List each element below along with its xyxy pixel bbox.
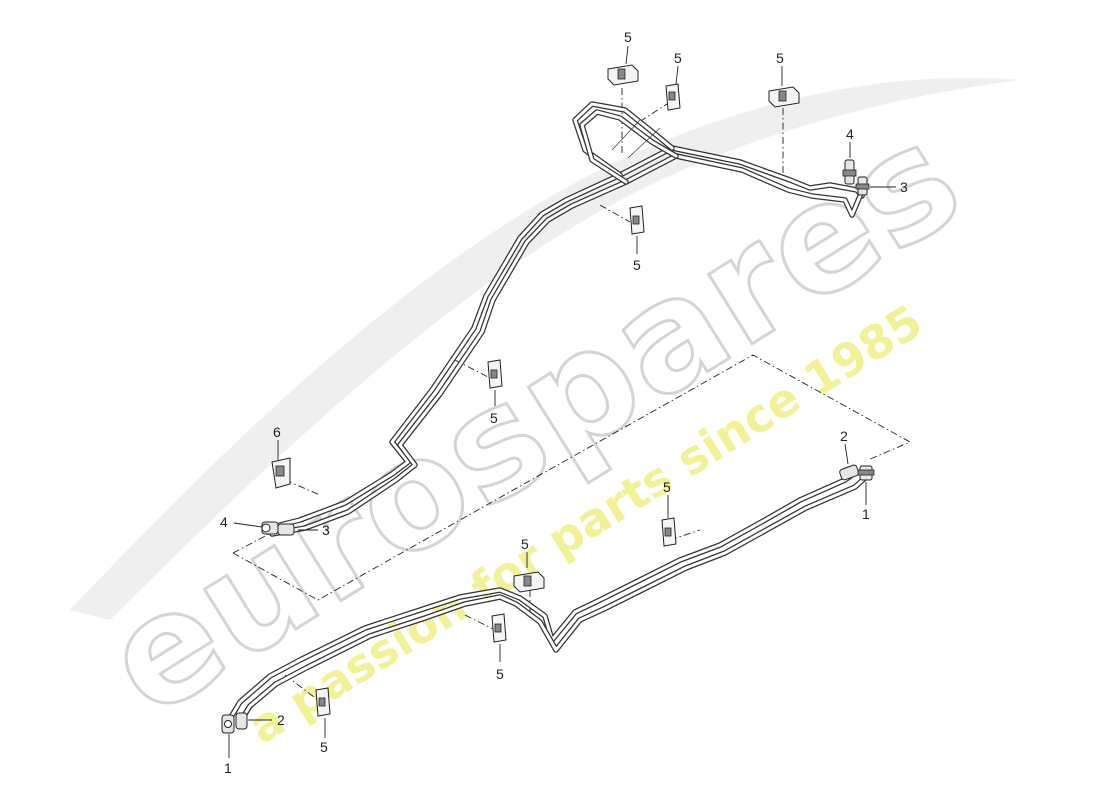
leader-lines [228,45,896,758]
dashdot-line [284,479,321,496]
callout-3: 3 [900,179,908,195]
callout-5: 5 [320,739,328,755]
callout-4: 4 [846,126,854,142]
callout-5: 5 [624,29,632,45]
union-nut-1-left [221,714,235,734]
callout-1: 1 [862,506,870,522]
clip-5 [491,613,507,643]
callout-6: 6 [273,424,281,440]
clip-5 [315,687,331,717]
callout-5: 5 [521,536,529,552]
watermark: eurospares a passion for parts since 198… [70,77,1020,754]
clip-5 [487,359,503,389]
callout-2: 2 [277,712,285,728]
union-nut-1-right [857,465,875,481]
clip-5 [768,86,800,108]
clip-5 [665,83,681,111]
dashdot-line [464,614,496,631]
callout-5: 5 [496,666,504,682]
clip-5 [661,517,677,547]
union-nut-4-left [261,521,279,535]
callout-4: 4 [220,514,228,530]
clips [315,64,800,717]
dashdot-frame [232,354,912,601]
lower-brake-line [225,472,868,725]
upper-brake-line [265,101,865,537]
callout-1: 1 [224,760,232,776]
callout-5: 5 [633,257,641,273]
callouts: 5 5 5 4 3 5 5 6 4 3 2 1 5 5 5 2 1 5 [220,29,908,776]
clip-5 [629,205,645,235]
callout-5: 5 [776,50,784,66]
callout-2: 2 [840,428,848,444]
callout-5: 5 [663,479,671,495]
union-nut-2-left [235,712,248,730]
bracket-6 [271,457,291,489]
union-nut-3-left [277,523,295,536]
callout-3: 3 [322,522,330,538]
callout-5: 5 [490,410,498,426]
callout-5: 5 [674,50,682,66]
clip-5 [607,64,639,86]
dashdot-line [599,204,631,223]
clip-5 [513,571,545,593]
fittings [221,159,875,734]
union-nut-2-right [839,464,860,481]
union-nut-3-upper [855,176,870,196]
union-nut-4-upper [842,159,857,185]
